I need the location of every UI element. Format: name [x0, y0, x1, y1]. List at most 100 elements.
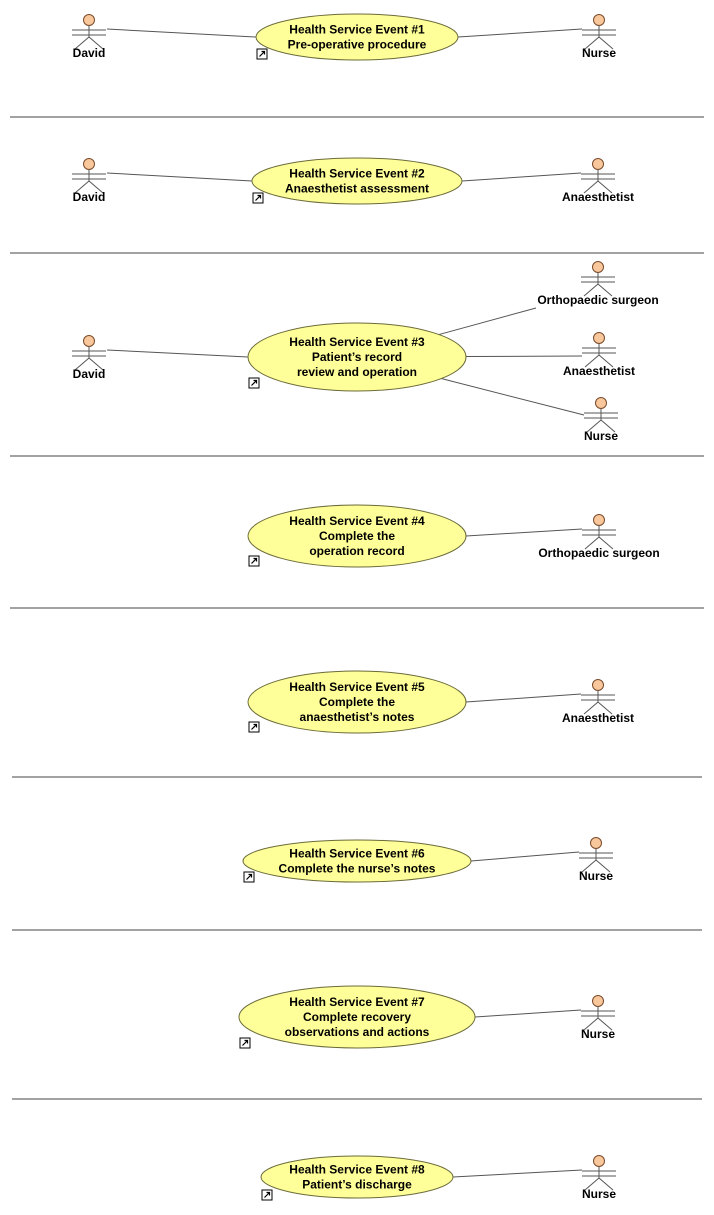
use-case-ellipse: [255, 13, 459, 61]
use-case-label: Anaesthetist assessment: [285, 182, 429, 196]
use-case-label: anaesthetist’s notes: [300, 710, 415, 724]
actor-icon: [72, 14, 106, 50]
actor[interactable]: Nurse: [581, 995, 615, 1042]
hyperlink-icon[interactable]: [252, 192, 264, 204]
actor-name: Nurse: [579, 869, 613, 883]
use-case-title: Health Service Event #2: [289, 167, 425, 181]
actor-icon: [582, 14, 616, 50]
use-case-ellipse: [247, 504, 467, 568]
use-case-ellipse: [242, 839, 472, 883]
actor-name: Nurse: [584, 429, 618, 443]
actor-name: Nurse: [582, 46, 616, 60]
use-case-label: observations and actions: [285, 1025, 430, 1039]
association-line: [452, 1169, 583, 1178]
actor[interactable]: Nurse: [584, 397, 618, 444]
actor-name: Anaesthetist: [562, 190, 634, 204]
hyperlink-icon[interactable]: [248, 555, 260, 567]
association-line: [465, 693, 582, 703]
hyperlink-icon[interactable]: [239, 1037, 251, 1049]
hyperlink-icon[interactable]: [261, 1189, 273, 1201]
use-case-ellipse: [238, 985, 476, 1049]
actor-name: Anaesthetist: [562, 711, 634, 725]
association-line: [106, 172, 253, 182]
actor-name: Nurse: [582, 1187, 616, 1201]
actor-icon: [581, 679, 615, 715]
use-case-label: review and operation: [297, 365, 417, 379]
actor[interactable]: Orthopaedic surgeon: [537, 261, 659, 308]
use-case-ellipse: [247, 322, 467, 392]
actor-name: David: [73, 190, 106, 204]
actor[interactable]: Orthopaedic surgeon: [538, 514, 660, 561]
use-case-label: Complete recovery: [303, 1010, 411, 1024]
actor-icon: [581, 995, 615, 1031]
use-case-title: Health Service Event #3: [289, 335, 425, 349]
association-line: [470, 851, 580, 862]
association-line: [465, 355, 583, 358]
actor[interactable]: Nurse: [582, 14, 616, 61]
actor-icon: [582, 514, 616, 550]
use-case-title: Health Service Event #1: [289, 23, 425, 37]
hyperlink-icon[interactable]: [248, 377, 260, 389]
use-case-label: Complete the: [319, 695, 395, 709]
actor[interactable]: Anaesthetist: [562, 679, 634, 726]
association-line: [474, 1009, 582, 1018]
actor-name: Anaesthetist: [563, 364, 635, 378]
association-line: [106, 28, 257, 38]
association-line: [461, 172, 582, 182]
actor-icon: [72, 335, 106, 371]
actor-name: David: [73, 367, 106, 381]
actor[interactable]: David: [72, 158, 106, 205]
actor-name: Orthopaedic surgeon: [538, 546, 659, 560]
actor-icon: [72, 158, 106, 194]
use-case-label: operation record: [309, 544, 404, 558]
actor-icon: [581, 158, 615, 194]
use-case-label: Complete the: [319, 529, 395, 543]
use-case-ellipse: [251, 157, 463, 205]
hyperlink-icon[interactable]: [243, 871, 255, 883]
actor-icon: [582, 332, 616, 368]
actor-icon: [582, 1155, 616, 1191]
hyperlink-icon[interactable]: [256, 48, 268, 60]
use-case-title: Health Service Event #4: [289, 514, 425, 528]
actor[interactable]: Anaesthetist: [563, 332, 635, 379]
actor-name: David: [73, 46, 106, 60]
association-line: [106, 349, 249, 358]
use-case-ellipse: [247, 670, 467, 734]
separators: [10, 116, 704, 1100]
actor[interactable]: David: [72, 14, 106, 61]
actor[interactable]: Anaesthetist: [562, 158, 634, 205]
use-case-title: Health Service Event #7: [289, 995, 425, 1009]
association-line: [441, 378, 585, 416]
association-line: [438, 307, 537, 336]
actor-icon: [581, 261, 615, 297]
actor-name: Nurse: [581, 1027, 615, 1041]
actor[interactable]: Nurse: [582, 1155, 616, 1202]
actor-icon: [579, 837, 613, 873]
hyperlink-icon[interactable]: [248, 721, 260, 733]
actor-icon: [584, 397, 618, 433]
use-case-title: Health Service Event #5: [289, 680, 425, 694]
use-case-title: Health Service Event #6: [289, 847, 425, 861]
actor[interactable]: David: [72, 335, 106, 382]
use-case-label: Patient’s discharge: [302, 1178, 412, 1192]
use-case-label: Patient’s record: [312, 350, 402, 364]
actor-name: Orthopaedic surgeon: [537, 293, 658, 307]
actor[interactable]: Nurse: [579, 837, 613, 884]
